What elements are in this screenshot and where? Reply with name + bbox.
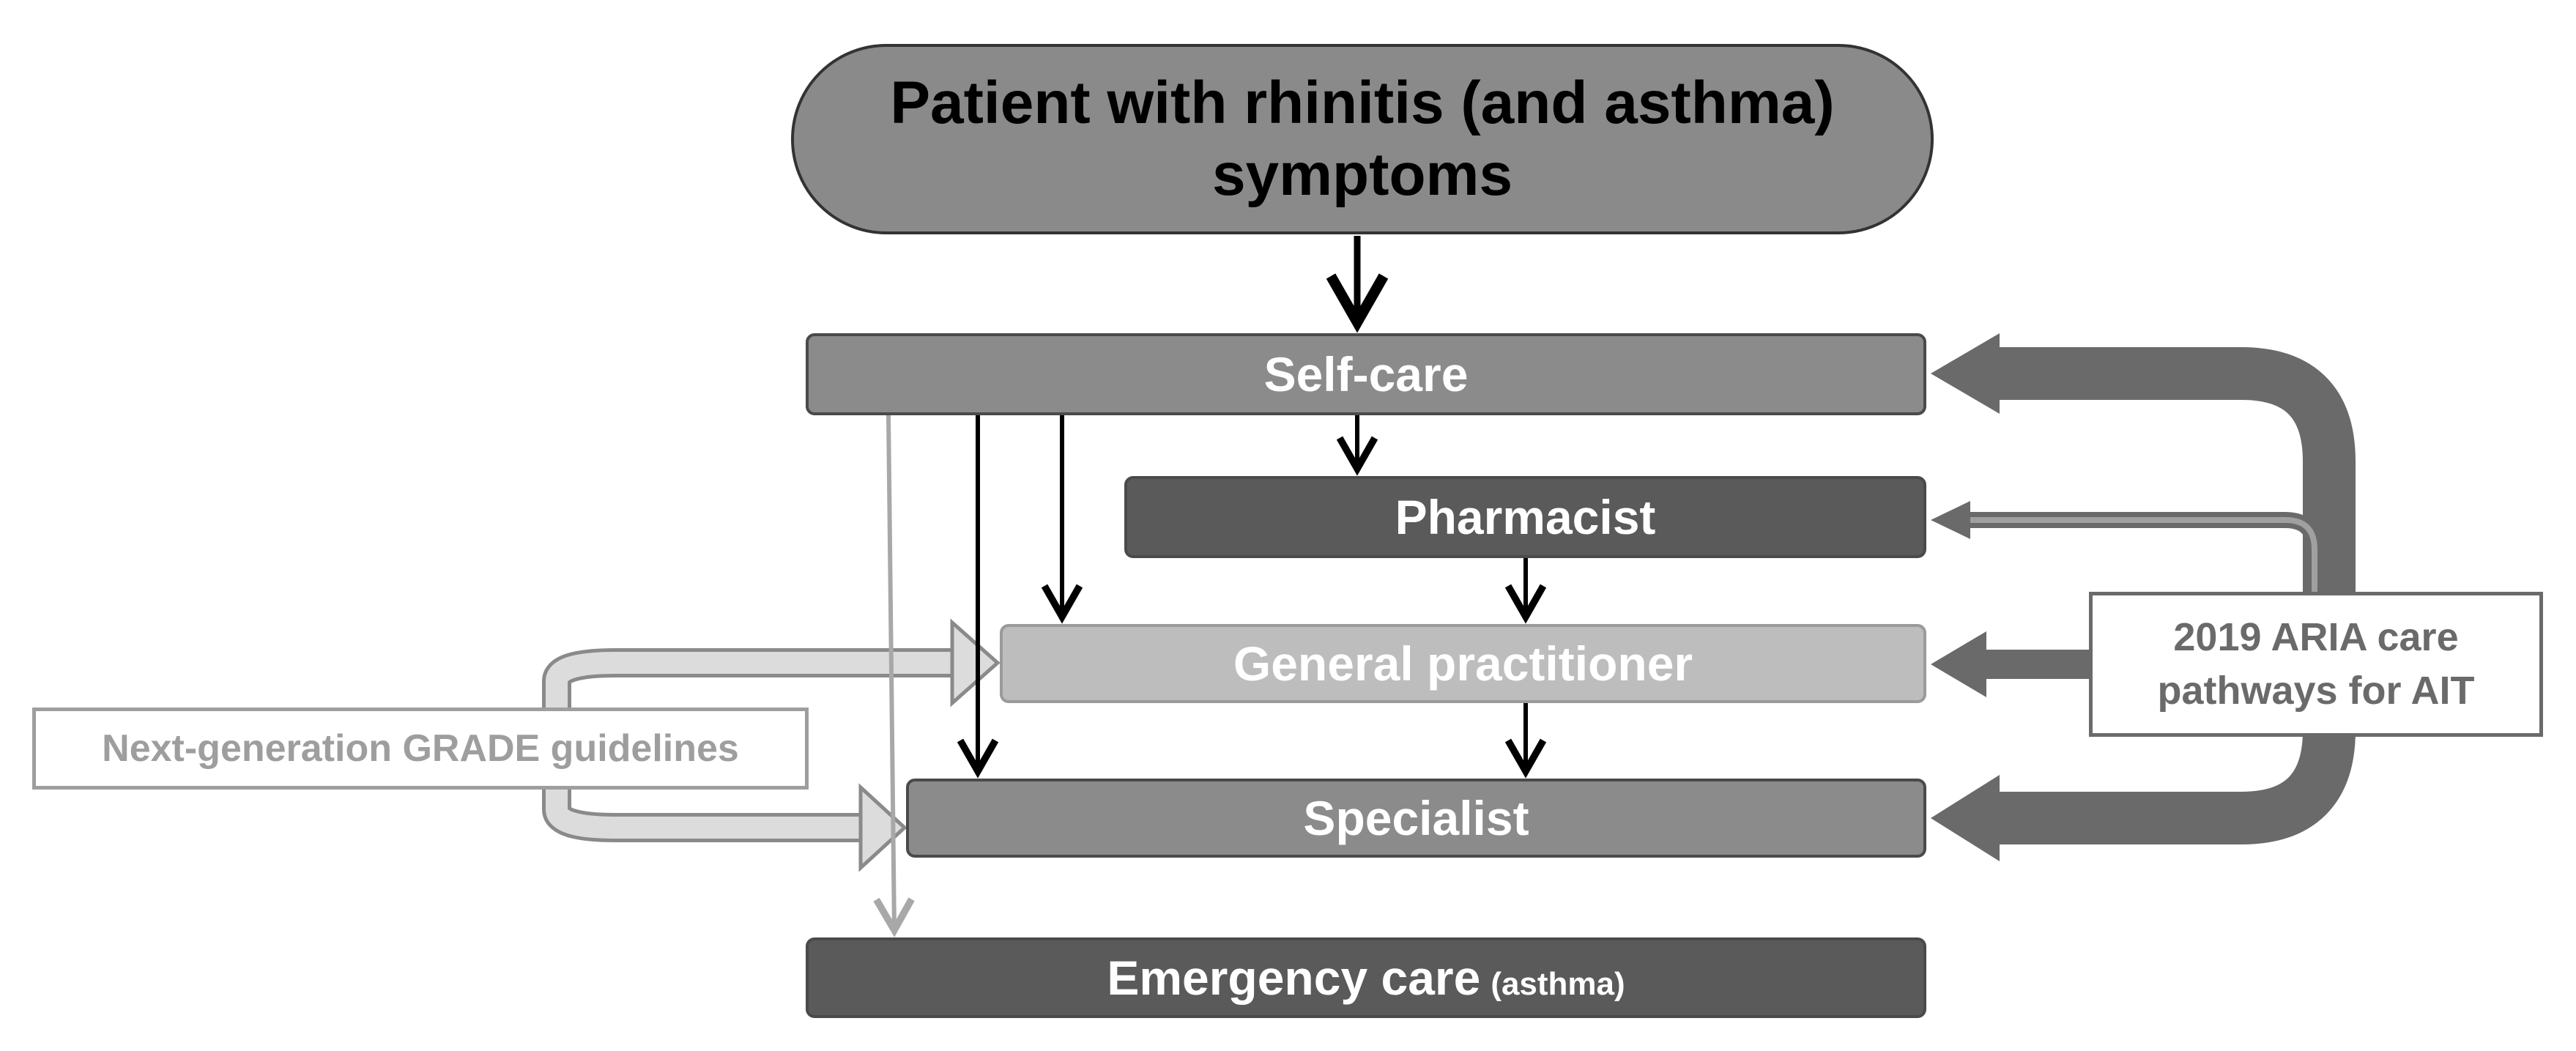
aria-pathways-label: 2019 ARIA care pathways for AIT <box>2157 615 2475 713</box>
grade-guideline-arrows <box>542 618 1001 872</box>
emergency-care-node: Emergency care (asthma) <box>806 937 1926 1018</box>
emergency-care-label: Emergency care <box>1107 951 1481 1005</box>
pharmacist-node: Pharmacist <box>1124 476 1926 558</box>
arrow-to-specialist <box>1931 775 2000 861</box>
arrow-to-gp <box>1931 631 1986 697</box>
specialist-node: Specialist <box>906 779 1926 858</box>
aria-pathways-box: 2019 ARIA care pathways for AIT <box>2089 592 2543 737</box>
general-practitioner-node: General practitioner <box>1000 624 1926 703</box>
arrow-to-gp-from-grade <box>950 618 1001 708</box>
patient-node: Patient with rhinitis (and asthma) sympt… <box>791 44 1934 234</box>
pharmacist-label: Pharmacist <box>1395 490 1656 544</box>
self-care-label: Self-care <box>1263 347 1469 401</box>
emergency-care-qualifier: (asthma) <box>1491 966 1625 1002</box>
arrow-to-specialist-from-grade <box>858 783 907 872</box>
self-care-node: Self-care <box>806 333 1926 415</box>
grade-guidelines-label: Next-generation GRADE guidelines <box>102 727 739 770</box>
flow-arrows <box>873 236 1547 937</box>
arrow-selfcare-to-emergency <box>873 415 915 937</box>
general-practitioner-label: General practitioner <box>1233 636 1693 691</box>
grade-guidelines-box: Next-generation GRADE guidelines <box>32 708 809 790</box>
patient-label: Patient with rhinitis (and asthma) sympt… <box>890 69 1835 208</box>
aria-feedback-arrows <box>1931 333 2356 861</box>
arrow-to-pharmacist <box>1931 501 1970 539</box>
arrow-to-selfcare <box>1931 333 2000 414</box>
specialist-label: Specialist <box>1303 791 1529 845</box>
